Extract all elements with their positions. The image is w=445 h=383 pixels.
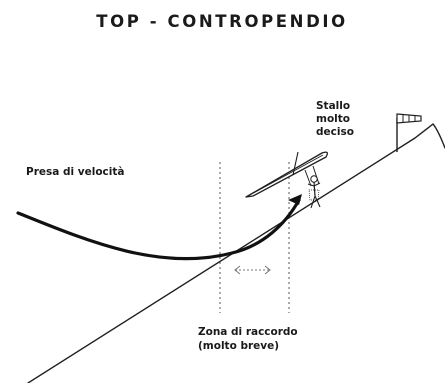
windsock-icon [396,113,422,124]
stall-label-line-2: molto [316,113,350,125]
transition-zone-label-line-2: (molto breve) [198,340,279,352]
speed-label: Presa di velocità [26,166,124,178]
stall-label-line-3: deciso [316,126,354,138]
hang-glider-icon [245,151,328,198]
transition-zone-label-line-1: Zona di raccordo [198,326,298,338]
stall-label-line-1: Stallo [316,100,350,112]
transition-zone-width-arrow [234,265,271,275]
trajectory-arrowhead [288,194,302,205]
pilot-icon [307,175,321,209]
diagram-title: TOP - CONTROPENDIO [96,12,347,31]
flight-trajectory [16,198,301,261]
slope-line [27,123,445,383]
